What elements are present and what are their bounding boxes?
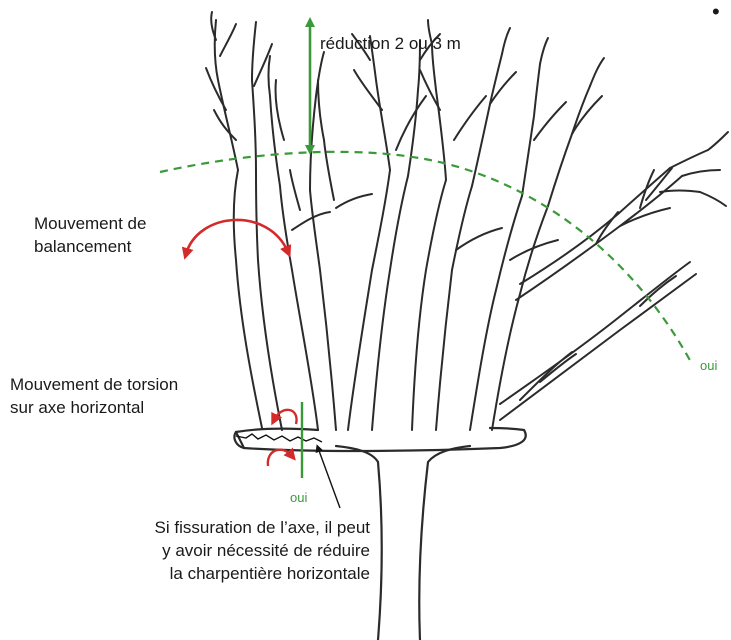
central-branches (318, 34, 440, 430)
pruning-cut-line (160, 152, 692, 364)
torsion-label: Mouvement de torsion sur axe horizontal (10, 373, 178, 419)
fissuration-line-2: y avoir nécessité de réduire (100, 539, 370, 562)
bullet-mark: • (712, 0, 720, 23)
balancement-line-2: balancement (34, 235, 146, 258)
torsion-line-2: sur axe horizontal (10, 396, 178, 419)
torsion-arrow-bottom (268, 450, 292, 466)
lower-right-branch (500, 262, 696, 420)
branch-2 (269, 52, 337, 430)
crack-pointer-arrow (318, 448, 340, 508)
balancement-label: Mouvement de balancement (34, 212, 146, 258)
right-branches (470, 38, 604, 430)
horizontal-framework (234, 428, 525, 451)
balancement-arrow (186, 220, 288, 254)
reduction-label: réduction 2 ou 3 m (320, 32, 461, 55)
torsion-line-1: Mouvement de torsion (10, 373, 178, 396)
fissuration-line-3: la charpentière horizontale (100, 562, 370, 585)
right-center-branches (412, 20, 516, 430)
oui-bottom-label: oui (290, 490, 307, 505)
oui-right-label: oui (700, 358, 717, 373)
torsion-arrow-top (274, 410, 297, 424)
fissuration-label: Si fissuration de l’axe, il peut y avoir… (100, 516, 370, 585)
crack-line (236, 434, 322, 442)
fissuration-line-1: Si fissuration de l’axe, il peut (100, 516, 370, 539)
balancement-line-1: Mouvement de (34, 212, 146, 235)
